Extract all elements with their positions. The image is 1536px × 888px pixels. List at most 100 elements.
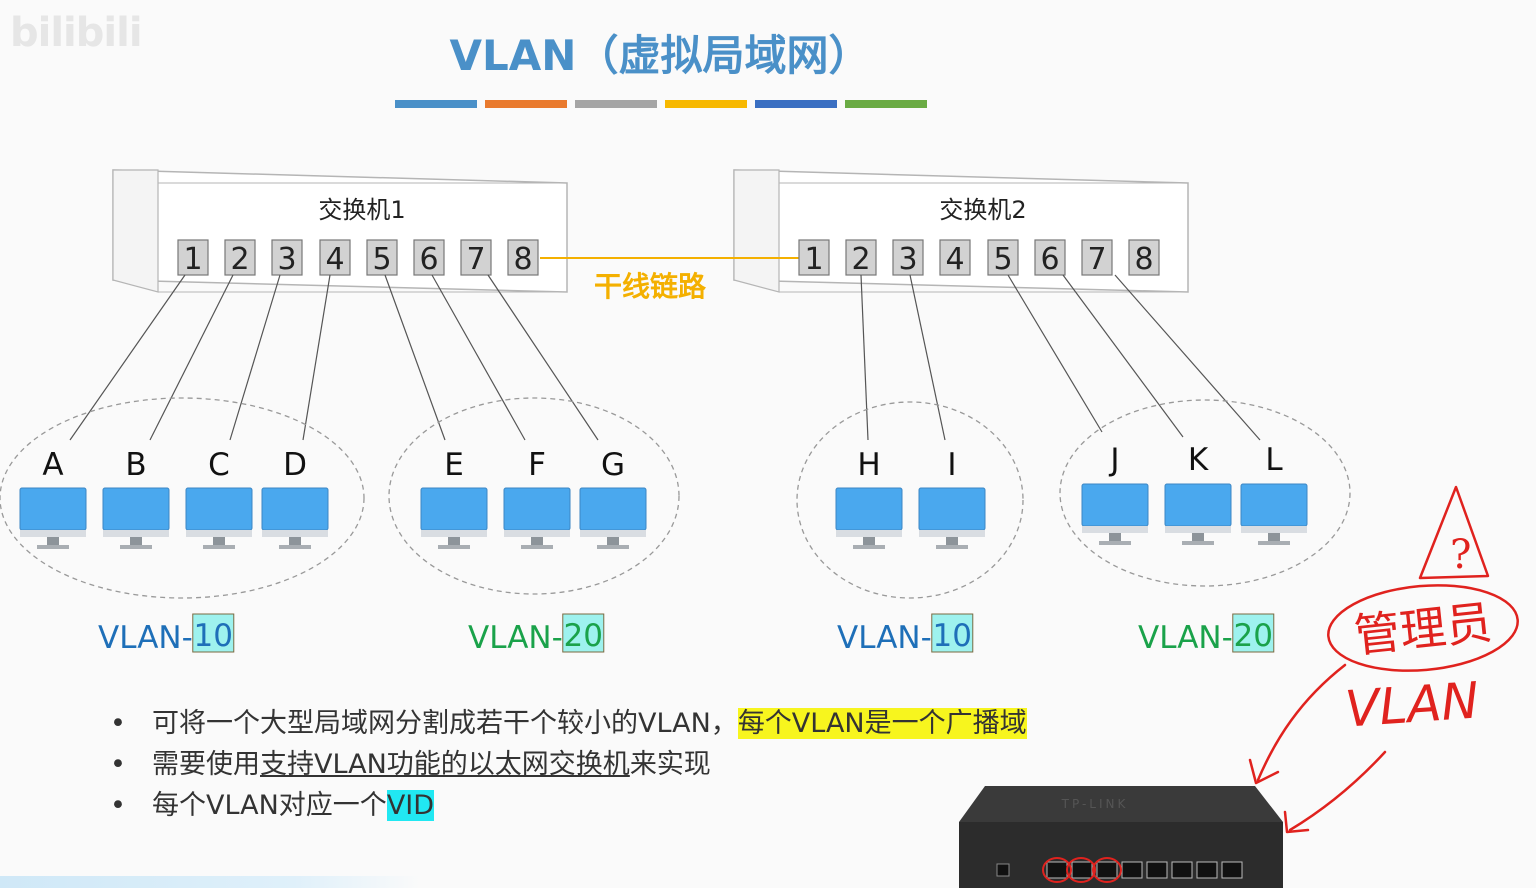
switch-1-port-4 xyxy=(319,239,351,276)
bullet-2-pre: 需要使用 xyxy=(152,749,260,780)
decorative-brush-stroke xyxy=(0,876,420,888)
group-ellipse-1 xyxy=(0,397,365,599)
bilibili-watermark: bilibili xyxy=(10,10,143,56)
switch-2-port-7 xyxy=(1081,239,1113,276)
switch-2-port-label: 7 xyxy=(1087,242,1106,277)
switch-1-port-label: 6 xyxy=(419,242,438,277)
router-port xyxy=(1171,861,1193,879)
computer-monitor-icon xyxy=(102,487,170,549)
handwritten-annotation xyxy=(1248,485,1519,834)
host-label: C xyxy=(208,447,230,483)
bullet-2-post: 来实现 xyxy=(629,749,711,780)
vlan-label-4: VLAN-20 xyxy=(1138,613,1275,656)
host-label: D xyxy=(283,447,307,483)
switch-2-port-label: 6 xyxy=(1040,242,1059,277)
cable-11 xyxy=(1062,274,1184,438)
vlan-id: 10 xyxy=(194,618,233,654)
switch-1-port-label: 5 xyxy=(372,242,391,277)
host-label: L xyxy=(1265,442,1283,478)
switch-2-port-3 xyxy=(892,239,924,276)
switch-2-label: 交换机2 xyxy=(939,196,1026,224)
color-bar-4 xyxy=(665,100,747,108)
trunk-link-label: 干线链路 xyxy=(594,270,707,303)
switch-2-port-6 xyxy=(1034,239,1066,276)
vlan-id: 10 xyxy=(933,618,972,654)
arrow-1 xyxy=(1256,663,1347,782)
host-C: C xyxy=(185,447,253,549)
arrow-1-head xyxy=(1248,758,1280,785)
switch-1-port-label: 8 xyxy=(513,242,532,277)
warning-triangle-icon xyxy=(1418,485,1490,580)
switch-1-port-7 xyxy=(460,239,492,276)
cable-6 xyxy=(431,274,526,441)
group-ellipse-3 xyxy=(796,401,1024,599)
router-port xyxy=(1221,861,1243,879)
bullet-dot: • xyxy=(110,790,126,821)
cable-1 xyxy=(69,274,186,441)
host-label: B xyxy=(125,447,146,483)
vlan-prefix: VLAN- xyxy=(837,620,932,656)
bullet-2: • 需要使用支持VLAN功能的以太网交换机来实现 xyxy=(110,744,1027,785)
computer-monitor-icon xyxy=(1240,483,1308,545)
page-title: VLAN（虚拟局域网） xyxy=(449,31,871,80)
vlan-group-ellipses xyxy=(0,397,1351,599)
switch-1-port-label: 4 xyxy=(325,242,344,277)
host-B: B xyxy=(102,447,170,549)
switch-2-port-8 xyxy=(1128,239,1160,276)
switch-1-port-3 xyxy=(271,239,303,276)
computer-monitor-icon xyxy=(503,487,571,549)
cable-8 xyxy=(860,274,869,441)
switch-2-port-1 xyxy=(798,239,830,276)
color-bar-2 xyxy=(485,100,567,108)
host-H: H xyxy=(835,447,903,549)
computer-monitor-icon xyxy=(185,487,253,549)
color-bar-6 xyxy=(845,100,927,108)
switch-1-port-label: 3 xyxy=(277,242,296,277)
host-I: I xyxy=(918,447,986,549)
host-label: K xyxy=(1188,442,1209,478)
router-port xyxy=(1146,861,1168,879)
bullet-3-highlight: VID xyxy=(386,790,435,821)
host-label: H xyxy=(857,447,880,483)
router-port xyxy=(1071,861,1093,879)
bullet-dot: • xyxy=(110,749,126,780)
vlan-id: 20 xyxy=(564,618,603,654)
computer-monitor-icon xyxy=(19,487,87,549)
switch-1-port-label: 1 xyxy=(183,242,202,277)
computer-monitor-icon xyxy=(918,487,986,549)
switch-1-port-2 xyxy=(224,239,256,276)
handwritten-vlan: VLAN xyxy=(1343,671,1480,738)
cables xyxy=(69,274,1261,441)
color-bar-5 xyxy=(755,100,837,108)
vlan-label-2: VLAN-20 xyxy=(468,613,605,656)
switch-2-port-label: 2 xyxy=(851,242,870,277)
computer-monitor-icon xyxy=(261,487,329,549)
host-G: G xyxy=(579,447,647,549)
circle-mark xyxy=(1327,584,1519,672)
switch-1-port-6 xyxy=(413,239,445,276)
router-port xyxy=(1196,861,1218,879)
host-D: D xyxy=(261,447,329,549)
bullet-1: •可将一个大型局域网分割成若干个较小的VLAN，每个VLAN是一个广播域 xyxy=(110,703,1027,744)
vlan-label-1: VLAN-10 xyxy=(98,613,235,656)
host-F: F xyxy=(503,447,571,549)
group-ellipse-4 xyxy=(1059,399,1351,587)
host-label: I xyxy=(947,447,956,483)
color-bar-1 xyxy=(395,100,477,108)
switch-1-port-8 xyxy=(507,239,539,276)
cable-5 xyxy=(384,274,446,441)
computer-monitor-icon xyxy=(1164,483,1232,545)
router-brand: TP-LINK xyxy=(1061,797,1129,811)
computer-monitor-icon xyxy=(579,487,647,549)
host-label: F xyxy=(528,447,546,483)
host-label: E xyxy=(444,447,464,483)
cable-3 xyxy=(229,274,281,441)
bullet-2-underline: 支持VLAN功能的以太网交换机 xyxy=(260,749,630,780)
group-ellipse-2 xyxy=(388,397,680,595)
cable-4 xyxy=(302,274,331,441)
switch-2-port-label: 5 xyxy=(993,242,1012,277)
